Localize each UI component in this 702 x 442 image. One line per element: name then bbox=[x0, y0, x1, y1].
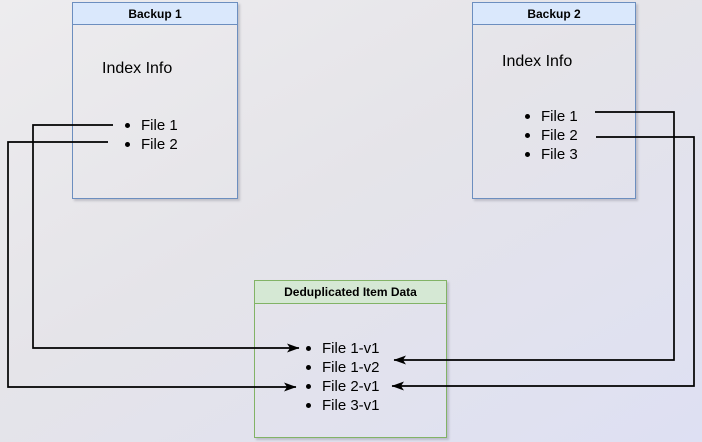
backup1-box: Backup 1 Index Info File 1 File 2 bbox=[72, 2, 238, 199]
backup2-box: Backup 2 Index Info File 1 File 2 File 3 bbox=[472, 2, 636, 199]
backup2-title: Backup 2 bbox=[473, 3, 635, 25]
dedup-file-list: File 1-v1 File 1-v2 File 2-v1 File 3-v1 bbox=[306, 339, 380, 415]
backup2-index-info-label: Index Info bbox=[502, 53, 573, 70]
backup1-file-list: File 1 File 2 bbox=[125, 116, 178, 154]
dedup-file-1-v2: File 1-v2 bbox=[306, 358, 380, 377]
backup2-file-1: File 1 bbox=[525, 107, 578, 126]
backup1-file-1: File 1 bbox=[125, 116, 178, 135]
backup2-file-list: File 1 File 2 File 3 bbox=[525, 107, 578, 164]
backup1-file-2: File 2 bbox=[125, 135, 178, 154]
backup2-file-3: File 3 bbox=[525, 145, 578, 164]
dedup-box: Deduplicated Item Data File 1-v1 File 1-… bbox=[254, 280, 447, 438]
dedup-file-2-v1: File 2-v1 bbox=[306, 377, 380, 396]
dedup-title: Deduplicated Item Data bbox=[255, 281, 446, 304]
backup2-file-2: File 2 bbox=[525, 126, 578, 145]
backup1-index-info-label: Index Info bbox=[102, 60, 173, 77]
dedup-file-3-v1: File 3-v1 bbox=[306, 396, 380, 415]
dedup-file-1-v1: File 1-v1 bbox=[306, 339, 380, 358]
backup1-title: Backup 1 bbox=[73, 3, 237, 25]
